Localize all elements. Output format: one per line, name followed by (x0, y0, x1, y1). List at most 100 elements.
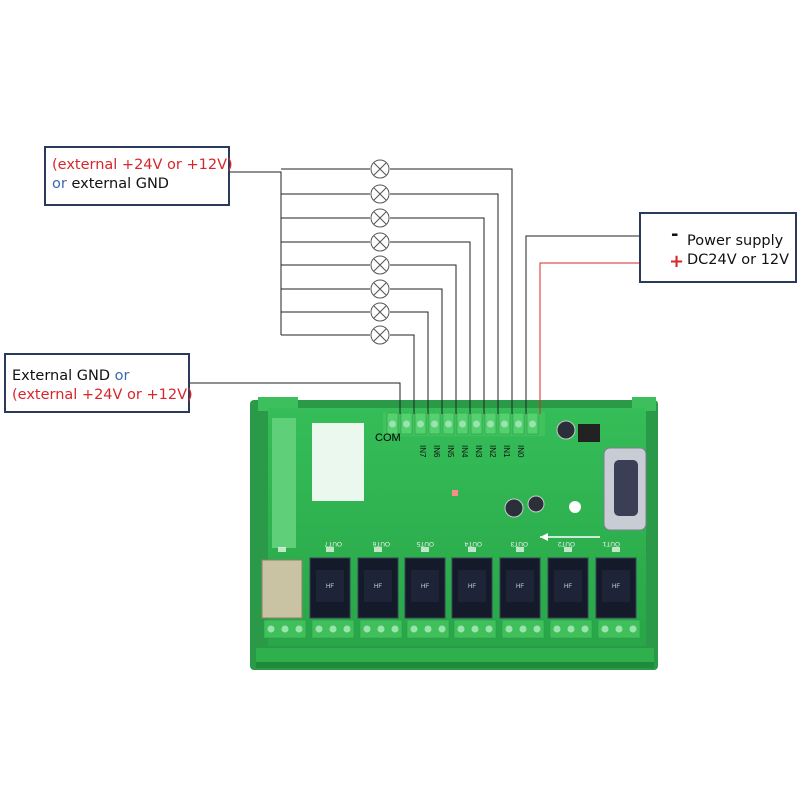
power-supply-label: Power supply (687, 233, 784, 249)
lamp-cross (373, 187, 387, 201)
relay-led (468, 547, 476, 552)
output-terminal-screw (315, 625, 323, 633)
output-label: OUT1 (602, 540, 620, 547)
relay-label-area (364, 570, 392, 602)
or-word: or (114, 368, 130, 384)
output-terminal-screw (343, 625, 351, 633)
lamp-cross (373, 305, 387, 319)
terminal-screw (431, 420, 438, 428)
com-label: COM (375, 432, 401, 444)
output-terminal-screw (377, 625, 385, 633)
relay-led (278, 547, 286, 552)
relay-led (421, 547, 429, 552)
lamp-to-input-wire (390, 193, 499, 414)
relay-led (564, 547, 572, 552)
terminal-screw (487, 420, 494, 428)
input-label: IN1 (502, 445, 511, 458)
relay-led (326, 547, 334, 552)
relay-brand-label: HF (421, 584, 429, 590)
output-terminals (263, 619, 641, 639)
terminal-screw (501, 420, 508, 428)
input-label: IN4 (460, 445, 469, 458)
mounting-hole (569, 501, 581, 513)
com-line1: External GND or (12, 367, 188, 386)
lamp-cross (373, 162, 387, 176)
terminal-screw (403, 420, 410, 428)
jumper-label-panel (312, 423, 364, 501)
output-terminal-screw (391, 625, 399, 633)
terminal-screw (515, 420, 522, 428)
output-terminal-screw (615, 625, 623, 633)
lamp-cross (373, 258, 387, 272)
capacitor (504, 498, 524, 518)
db9-shell (614, 460, 638, 516)
lamp-to-input-wire (390, 168, 513, 414)
board-arrow-head (540, 533, 548, 541)
output-terminal-screw (601, 625, 609, 633)
terminal-screw (473, 420, 480, 428)
supply-bus-wire (230, 171, 282, 335)
plus-sign: + (669, 251, 685, 272)
output-terminal-screw (267, 625, 275, 633)
lamp-to-input-wire (390, 288, 443, 414)
input-label: IN3 (474, 445, 483, 458)
input-label: IN7 (418, 445, 427, 458)
output-terminal-screw (553, 625, 561, 633)
power-led (452, 490, 458, 496)
relay-label-area (458, 570, 486, 602)
output-terminal-screw (519, 625, 527, 633)
com-line2: (external +24V or +12V) (12, 387, 193, 403)
power-supply-box: - + Power supply DC24V or 12V (639, 212, 797, 283)
capacitor (556, 420, 576, 440)
relay-label-area (316, 570, 344, 602)
power-voltage-label: DC24V or 12V (687, 252, 790, 268)
output-label: OUT3 (510, 540, 528, 547)
output-terminal-screw (438, 625, 446, 633)
output-terminal-screw (281, 625, 289, 633)
output-terminal-screw (471, 625, 479, 633)
output-label: OUT7 (324, 540, 342, 547)
output-terminal-screw (505, 625, 513, 633)
output-terminal-screw (485, 625, 493, 633)
input-label: IN6 (432, 445, 441, 458)
output-terminal-screw (410, 625, 418, 633)
top-supply-line2: or external GND (52, 175, 228, 194)
lamp-cross (373, 211, 387, 225)
power-positive-wire (539, 262, 650, 414)
relay-led (516, 547, 524, 552)
output-terminal-screw (457, 625, 465, 633)
input-label: IN0 (516, 445, 525, 458)
lamp-to-input-wire (390, 334, 415, 414)
output-terminal-screw (329, 625, 337, 633)
top-supply-line1: (external +24V or +12V) (52, 157, 233, 173)
edge-strip (272, 418, 296, 548)
input-label: IN5 (446, 445, 455, 458)
lamp-to-input-wire (390, 217, 485, 414)
relay-label-area (602, 570, 630, 602)
relay-body (261, 559, 303, 619)
relay-brand-label: HF (468, 584, 476, 590)
capacitor (527, 495, 545, 513)
top-supply-label-box: (external +24V or +12V) or external GND (44, 146, 233, 206)
lamp-cross (373, 328, 387, 342)
lamp-to-input-wire (390, 241, 471, 414)
terminal-screw (459, 420, 466, 428)
com-label-box: External GND or (external +24V or +12V) (4, 353, 193, 413)
input-label: IN2 (488, 445, 497, 458)
lamp-to-input-wire (390, 264, 457, 414)
relay-label-area (506, 570, 534, 602)
relay-label-area (554, 570, 582, 602)
terminal-screw (417, 420, 424, 428)
load-lamps (370, 159, 390, 345)
output-terminal-screw (581, 625, 589, 633)
power-negative-wire (525, 235, 650, 414)
com-wire (190, 382, 401, 414)
output-terminal-screw (629, 625, 637, 633)
lamp-to-input-wire (390, 311, 429, 414)
output-label: OUT5 (416, 540, 434, 547)
output-label: OUT4 (464, 540, 482, 547)
relay-led (612, 547, 620, 552)
rail-bottom-shadow (256, 662, 654, 668)
